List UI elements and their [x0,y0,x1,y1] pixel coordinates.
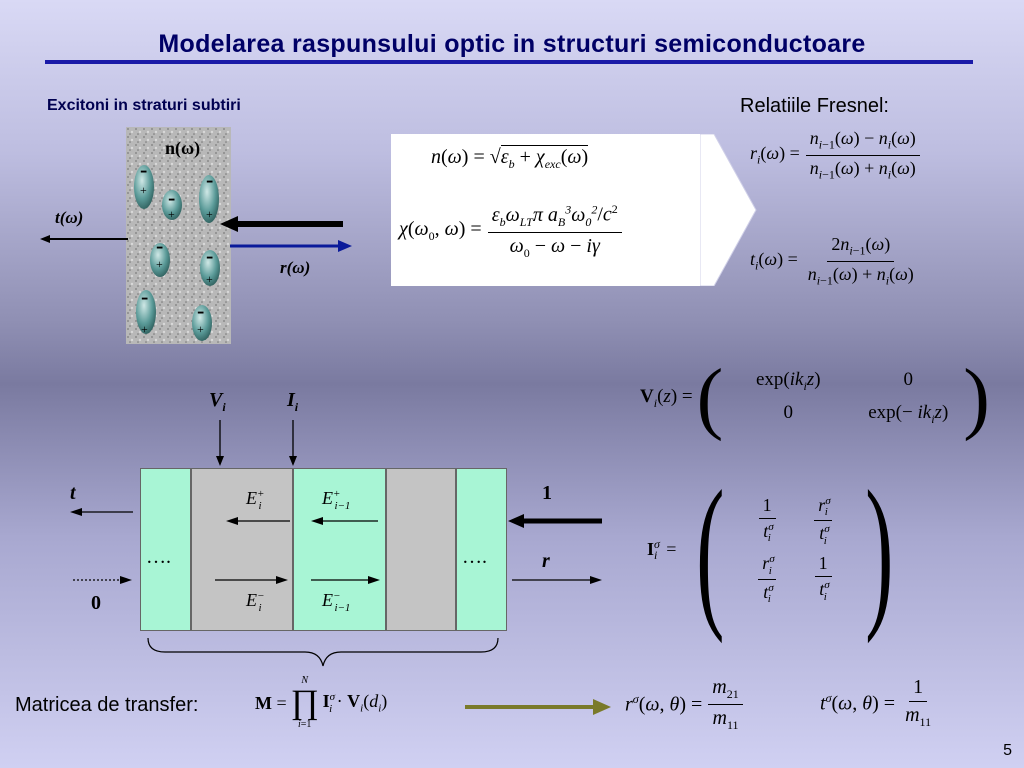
charge-plus: + [206,207,213,221]
dielectric-equations-box: n(ω) = √εb + χexc(ω) χ(ω0, ω) = εbωLTπ a… [391,134,701,286]
reflection-label: r(ω) [280,258,311,277]
charge-plus: + [206,272,213,286]
fresnel-r-equation: ri(ω) = ni−1(ω) − ni(ω) ni−1(ω) + ni(ω) [750,128,920,182]
field-E-plus-i-minus-1: E+i−1 [322,488,351,512]
transmission-label: t(ω) [55,208,84,227]
charge-plus: + [168,207,175,221]
exciton-film-graphic [126,127,231,344]
interface-V-label: Vi [209,389,226,414]
charge-minus: - [156,233,164,258]
refractive-index-label: n(ω) [165,138,201,158]
interface-I-label: Ii [287,389,299,414]
charge-plus: + [140,183,147,197]
field-E-plus-i: E+i [246,488,265,512]
charge-minus: - [168,185,176,210]
charge-minus: - [141,284,149,309]
page-title: Modelarea raspunsului optic in structuri… [158,30,866,58]
unit-incident-label: 1 [542,482,552,504]
field-E-minus-i: E−i [246,590,265,614]
charge-minus: - [140,157,148,182]
transmitted-label: t [70,482,76,504]
right-arrow-icon [465,699,611,715]
charge-minus: - [206,243,214,268]
slide-number: 5 [1003,742,1012,759]
chevron-arrow-icon [700,134,757,286]
layer-gray-left [191,468,293,631]
susceptibility-equation: χ(ω0, ω) = εbωLTπ aB3ω02/c2 ω0 − ω − iγ [399,202,622,261]
transmission-coefficient-equation: tσ(ω, θ) = 1 m11 [820,676,932,729]
layer-green-middle [293,468,386,631]
refractive-index-equation: n(ω) = √εb + χexc(ω) [431,145,589,171]
charge-minus: - [197,298,205,323]
title-underline [45,60,973,64]
layer-structure [140,468,507,631]
reflection-coefficient-equation: rσ(ω, θ) = m21 m11 [625,676,743,733]
layer-outer-right [456,468,507,631]
layer-gray-right [386,468,456,631]
charge-minus: - [206,167,214,192]
layers-ellipsis-left: …. [146,546,171,568]
transfer-matrix-equation: M = N ∏ i=1 Iσi · Vi(di) [255,675,388,730]
fresnel-t-equation: ti(ω) = 2ni−1(ω) ni−1(ω) + ni(ω) [750,234,914,288]
charge-plus: + [141,322,148,336]
layers-ellipsis-right: …. [462,546,487,568]
zero-incident-label: 0 [91,592,101,614]
layer-outer-left [140,468,191,631]
exciton-film-image [126,127,231,344]
reflected-label: r [542,550,550,572]
transfer-matrix-label: Matricea de transfer: [15,694,199,716]
charge-plus: + [197,322,204,336]
field-E-minus-i-minus-1: E−i−1 [322,590,351,614]
film-arrows [40,216,352,252]
charge-plus: + [156,257,163,271]
subtitle-excitons: Excitoni in straturi subtiri [47,97,241,114]
subtitle-fresnel: Relatiile Fresnel: [740,95,889,117]
